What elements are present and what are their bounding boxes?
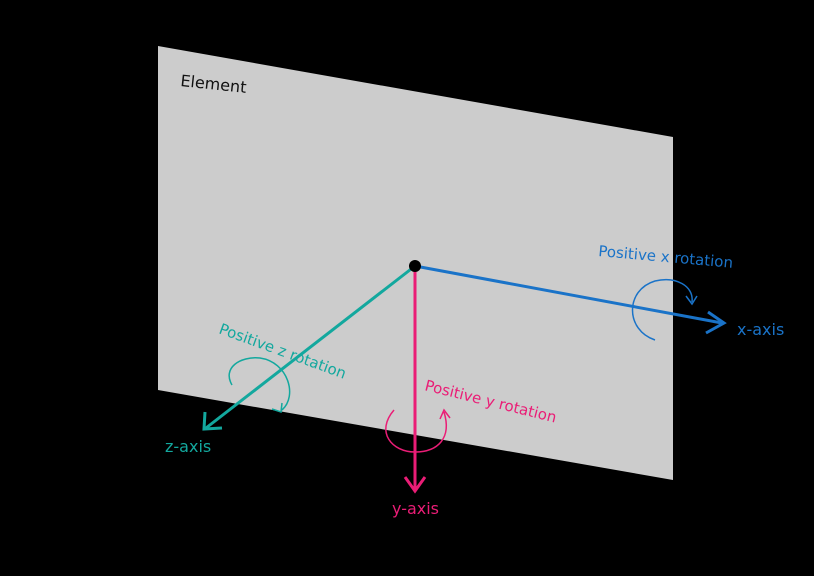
y-axis-label: y-axis	[392, 499, 439, 518]
y-axis-arrowhead	[403, 476, 427, 494]
origin-point	[409, 260, 421, 272]
z-rotation-arrowhead	[271, 402, 283, 414]
x-rotation-arrowhead	[685, 295, 698, 306]
z-rotation-arc	[228, 357, 291, 411]
y-rotation-arrowhead	[439, 408, 451, 420]
x-axis-label: x-axis	[737, 320, 784, 339]
x-axis-arrowhead	[705, 310, 727, 335]
x-axis-line	[414, 264, 723, 325]
z-axis-arrowhead	[202, 411, 223, 431]
y-rotation-arc	[385, 409, 447, 453]
x-rotation-arc	[631, 279, 693, 341]
z-axis-label: z-axis	[165, 437, 211, 456]
z-axis-line	[205, 264, 416, 430]
